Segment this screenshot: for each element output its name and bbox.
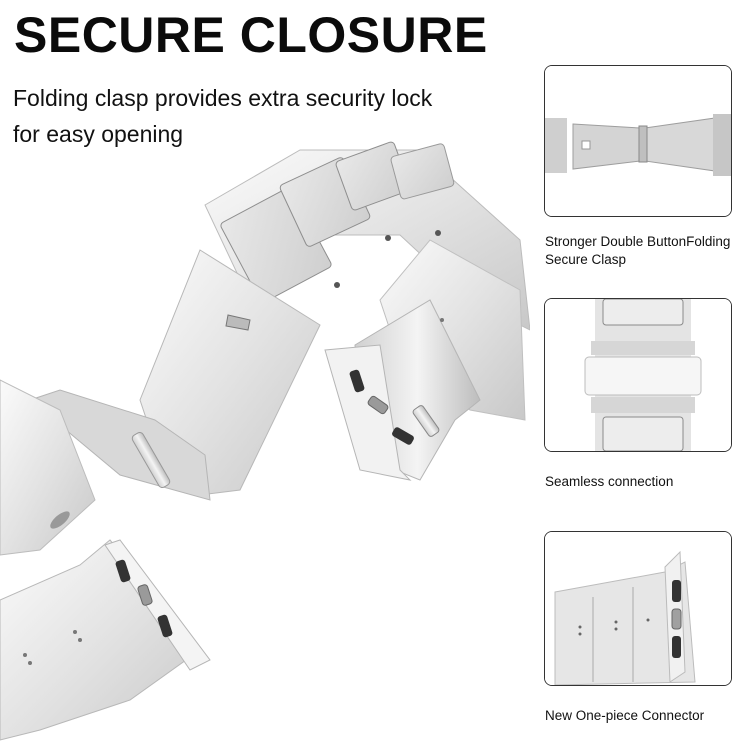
upper-band-links [204, 141, 531, 331]
feature-caption-connection: Seamless connection [545, 474, 674, 489]
feature-caption-connector: New One-piece Connector [545, 708, 705, 723]
page-subtitle: Folding clasp provides extra security lo… [13, 80, 493, 152]
feature-card-connector [544, 531, 732, 686]
watch-band-product-image [0, 140, 531, 750]
connection-closeup-image [545, 299, 731, 451]
feature-card-connection [544, 298, 732, 452]
right-band-links [324, 239, 526, 481]
subtitle-line-2: for easy opening [13, 121, 184, 147]
clasp-closeup-image [545, 66, 731, 216]
feature-caption-clasp: Stronger Double ButtonFolding Secure Cla… [545, 234, 731, 267]
folding-clasp [28, 249, 321, 501]
feature-card-clasp [544, 65, 732, 217]
subtitle-line-1: Folding clasp provides extra security lo… [13, 85, 433, 111]
connector-closeup-image [545, 532, 731, 685]
left-band-links [0, 379, 211, 741]
page-title: SECURE CLOSURE [14, 7, 488, 63]
